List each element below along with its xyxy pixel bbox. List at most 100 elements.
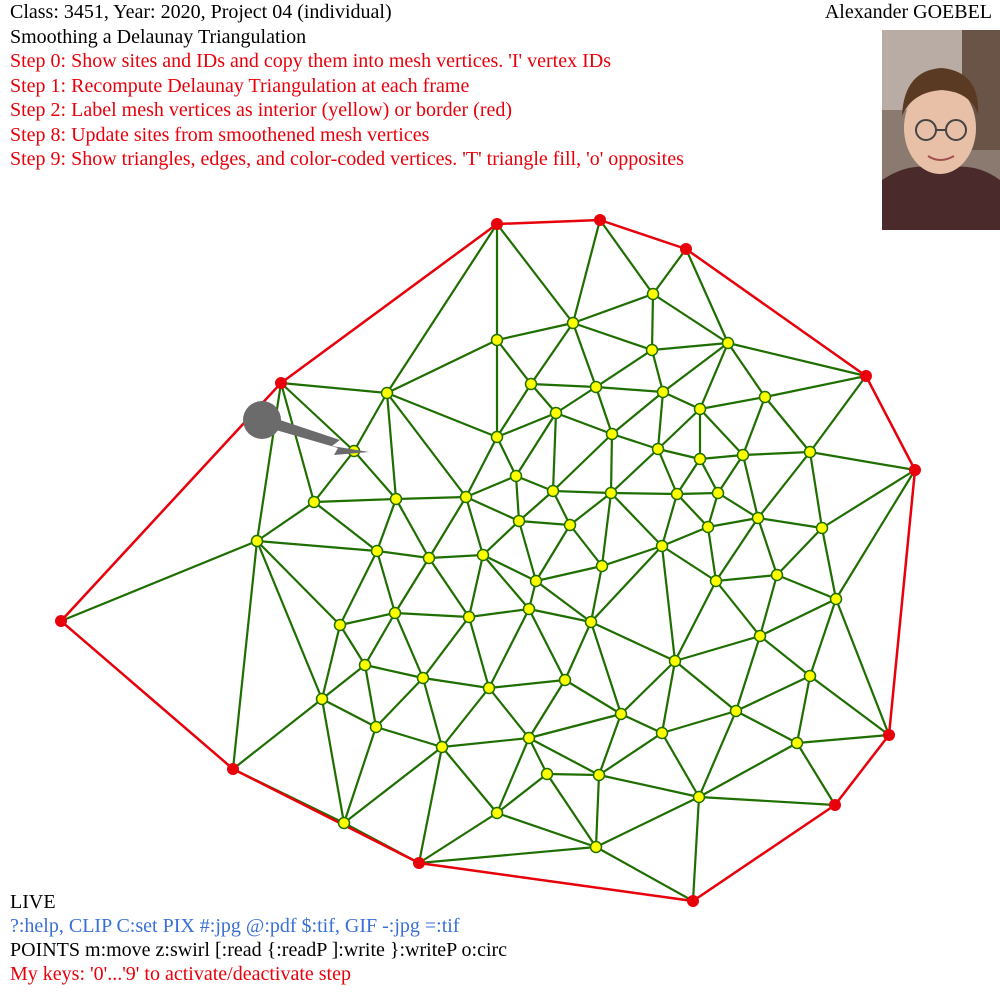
interior-vertex[interactable] [790, 736, 804, 750]
interior-vertex[interactable] [549, 406, 563, 420]
interior-vertex[interactable] [604, 486, 618, 500]
interior-vertex[interactable] [358, 658, 372, 672]
interior-vertex[interactable] [563, 518, 577, 532]
interior-vertex[interactable] [721, 336, 735, 350]
interior-vertex[interactable] [315, 692, 329, 706]
border-vertex[interactable] [680, 243, 692, 255]
interior-vertex[interactable] [645, 343, 659, 357]
page-title: Smoothing a Delaunay Triangulation [10, 25, 307, 48]
interior-vertex[interactable] [337, 816, 351, 830]
interior-vertex[interactable] [333, 618, 347, 632]
interior-vertex[interactable] [380, 386, 394, 400]
interior-vertex[interactable] [307, 495, 321, 509]
interior-vertex[interactable] [595, 559, 609, 573]
interior-vertex[interactable] [829, 592, 843, 606]
border-vertex[interactable] [829, 799, 841, 811]
interior-vertex[interactable] [509, 469, 523, 483]
interior-vertex[interactable] [736, 448, 750, 462]
interior-vertex[interactable] [670, 487, 684, 501]
interior-vertex[interactable] [729, 704, 743, 718]
interior-vertex[interactable] [540, 767, 554, 781]
interior-vertex[interactable] [656, 385, 670, 399]
interior-vertex[interactable] [529, 574, 543, 588]
border-vertex[interactable] [491, 218, 503, 230]
interior-vertex[interactable] [566, 316, 580, 330]
interior-vertex[interactable] [753, 629, 767, 643]
mesh-edge [820, 527, 838, 600]
interior-vertex[interactable] [482, 681, 496, 695]
interior-vertex[interactable] [389, 492, 403, 506]
interior-vertex[interactable] [693, 452, 707, 466]
mesh-edge [375, 550, 397, 614]
interior-vertex[interactable] [524, 377, 538, 391]
border-vertex[interactable] [594, 214, 606, 226]
interior-vertex[interactable] [546, 484, 560, 498]
interior-vertex[interactable] [476, 548, 490, 562]
mesh-edge [528, 607, 592, 624]
interior-vertex[interactable] [369, 720, 383, 734]
border-vertex[interactable] [909, 464, 921, 476]
interior-vertex[interactable] [701, 520, 715, 534]
mesh-border-edge [599, 218, 687, 251]
interior-vertex[interactable] [655, 726, 669, 740]
interior-vertex[interactable] [589, 380, 603, 394]
interior-vertex[interactable] [522, 731, 536, 745]
interior-vertex[interactable] [655, 539, 669, 553]
border-vertex[interactable] [275, 377, 287, 389]
interior-vertex[interactable] [512, 514, 526, 528]
interior-vertex[interactable] [250, 534, 264, 548]
interior-vertex[interactable] [522, 602, 536, 616]
interior-vertex[interactable] [803, 669, 817, 683]
step-9-line: Step 9: Show triangles, edges, and color… [10, 148, 684, 170]
border-vertex[interactable] [883, 729, 895, 741]
border-vertex[interactable] [687, 895, 699, 907]
mesh-edge [313, 501, 378, 552]
mesh-edge [394, 557, 430, 614]
border-vertex[interactable] [55, 615, 67, 627]
interior-vertex[interactable] [692, 790, 706, 804]
border-vertex[interactable] [860, 370, 872, 382]
interior-vertex[interactable] [751, 511, 765, 525]
interior-vertex[interactable] [605, 427, 619, 441]
mesh-edge [589, 621, 623, 715]
interior-vertex[interactable] [668, 654, 682, 668]
interior-vertex[interactable] [584, 615, 598, 629]
interior-vertex[interactable] [815, 521, 829, 535]
interior-vertex[interactable] [490, 806, 504, 820]
mesh-vertices [55, 214, 921, 907]
border-vertex[interactable] [413, 857, 425, 869]
interior-vertex[interactable] [770, 568, 784, 582]
mesh-edge [515, 474, 554, 493]
mesh-edge [321, 664, 366, 700]
mesh-border-edge [232, 767, 420, 865]
mesh-edge [571, 322, 598, 388]
mesh-edge [676, 491, 719, 496]
interior-vertex[interactable] [462, 610, 476, 624]
interior-vertex[interactable] [693, 402, 707, 416]
interior-vertex[interactable] [614, 707, 628, 721]
mesh-edge [652, 293, 729, 344]
interior-vertex[interactable] [758, 390, 772, 404]
interior-vertex[interactable] [558, 673, 572, 687]
mesh-edge [756, 517, 779, 576]
interior-vertex[interactable] [803, 445, 817, 459]
interior-vertex[interactable] [592, 768, 606, 782]
interior-vertex[interactable] [589, 840, 603, 854]
interior-vertex[interactable] [459, 490, 473, 504]
mesh-edge [684, 248, 730, 344]
interior-vertex[interactable] [646, 287, 660, 301]
interior-vertex[interactable] [490, 430, 504, 444]
interior-vertex[interactable] [388, 606, 402, 620]
border-vertex[interactable] [227, 763, 239, 775]
interior-vertex[interactable] [435, 740, 449, 754]
interior-vertex[interactable] [651, 442, 665, 456]
interior-vertex[interactable] [422, 551, 436, 565]
interior-vertex[interactable] [711, 486, 725, 500]
interior-vertex[interactable] [370, 544, 384, 558]
mesh-edge [518, 519, 571, 527]
interior-vertex[interactable] [490, 333, 504, 347]
interior-vertex[interactable] [709, 574, 723, 588]
interior-vertex[interactable] [416, 671, 430, 685]
